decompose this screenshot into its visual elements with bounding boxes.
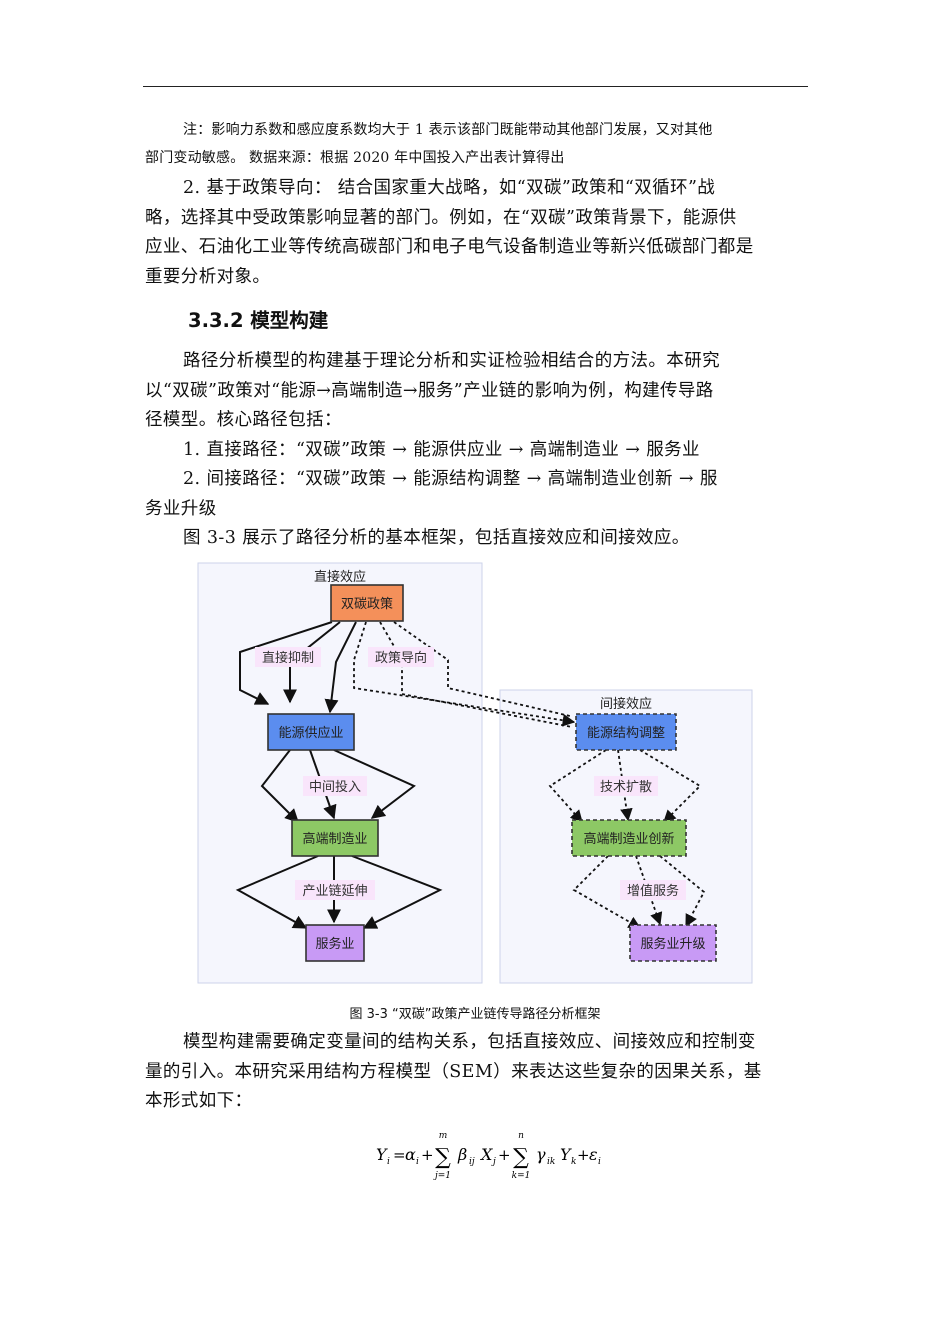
formula-gamma-sub: ik (547, 1157, 555, 1167)
formula-x-sub: j (491, 1157, 496, 1167)
formula-plus-1: + (421, 1146, 434, 1164)
svg-text:政策导向: 政策导向 (375, 650, 427, 666)
formula-y: Y (376, 1145, 388, 1164)
model-paragraph: 路径分析模型的构建基于理论分析和实证检验相结合的方法。本研究 以“双碳”政策对“… (145, 347, 805, 554)
svg-text:能源结构调整: 能源结构调整 (587, 726, 665, 741)
svg-text:增值服务: 增值服务 (627, 883, 679, 899)
svg-text:服务业升级: 服务业升级 (640, 936, 705, 952)
edge-label-intermediate-input: 中间投入 (303, 776, 367, 796)
svg-text:服务业: 服务业 (315, 936, 354, 952)
svg-text:高端制造业: 高端制造业 (302, 831, 367, 847)
formula-yk-sub: k (571, 1157, 576, 1167)
sem-line-2: 量的引入。本研究采用结构方程模型（SEM）来表达这些复杂的因果关系，基 (145, 1061, 762, 1082)
model-line-2: 以“双碳”政策对“能源→高端制造→服务”产业链的影响为例，构建传导路 (145, 380, 714, 401)
header-rule (143, 86, 808, 87)
table-note: 注：影响力系数和感应度系数均大于 1 表示该部门既能带动其他部门发展，又对其他 … (145, 116, 805, 172)
svg-text:能源供应业: 能源供应业 (278, 725, 343, 741)
indirect-path-line-2: 务业升级 (145, 498, 217, 519)
model-line-3: 径模型。核心路径包括： (145, 410, 342, 430)
edge-label-direct-suppress: 直接抑制 (255, 647, 321, 667)
formula-epsilon-sub: i (598, 1157, 601, 1167)
formula-beta: β (457, 1145, 467, 1164)
policy-line-4: 重要分析对象。 (145, 266, 271, 287)
sum2-lower: k=1 (512, 1171, 531, 1181)
indirect-path-line-1: 2. 间接路径：“双碳”政策 → 能源结构调整 → 高端制造业创新 → 服 (183, 469, 718, 489)
path-analysis-diagram: 直接效应 间接效应 直接抑制 政策 (197, 562, 753, 984)
svg-text:中间投入: 中间投入 (309, 779, 361, 795)
formula-x: X (479, 1145, 493, 1164)
sum2-upper: n (518, 1131, 524, 1141)
policy-line-1: 2. 基于政策导向： 结合国家重大战略，如“双碳”政策和“双循环”战 (183, 178, 716, 198)
edge-label-value-added-services: 增值服务 (620, 880, 686, 900)
formula-y-sub: i (387, 1157, 390, 1167)
formula-plus-3: + (577, 1146, 590, 1164)
section-heading: 3.3.2 模型构建 (188, 309, 329, 332)
formula-yk: Y (560, 1145, 572, 1164)
figure-intro: 图 3-3 展示了路径分析的基本框架，包括直接效应和间接效应。 (183, 528, 690, 548)
direct-effect-cluster-label: 直接效应 (314, 569, 366, 585)
direct-path-item: 1. 直接路径：“双碳”政策 → 能源供应业 → 高端制造业 → 服务业 (183, 439, 700, 460)
edge-label-chain-extension: 产业链延伸 (295, 880, 375, 900)
node-dual-carbon-policy: 双碳政策 (330, 584, 404, 622)
sum1-lower: j=1 (433, 1171, 451, 1181)
policy-paragraph: 2. 基于政策导向： 结合国家重大战略，如“双碳”政策和“双循环”战 略，选择其… (145, 174, 805, 292)
edge-policy-to-energy-restructure (353, 621, 576, 728)
node-services-upgrade: 服务业升级 (629, 924, 717, 962)
node-manufacturing-innovation: 高端制造业创新 (571, 819, 687, 857)
model-line-1: 路径分析模型的构建基于理论分析和实证检验相结合的方法。本研究 (183, 351, 720, 371)
node-energy-restructure: 能源结构调整 (575, 713, 677, 751)
svg-text:高端制造业创新: 高端制造业创新 (583, 831, 674, 847)
edge-label-tech-diffusion: 技术扩散 (594, 776, 658, 796)
sum2-sigma: ∑ (513, 1145, 529, 1170)
note-line-2: 部门变动敏感。 数据来源：根据 2020 年中国投入产出表计算得出 (145, 150, 565, 166)
policy-line-2: 略，选择其中受政策影响显著的部门。例如，在“双碳”政策背景下，能源供 (145, 207, 737, 228)
indirect-effect-cluster-label: 间接效应 (600, 696, 652, 712)
svg-text:直接抑制: 直接抑制 (262, 650, 314, 666)
edge-restructure-to-innovation (548, 749, 702, 823)
formula-alpha-sub: i (416, 1157, 419, 1167)
edge-label-policy-guidance: 政策导向 (368, 647, 434, 667)
node-services: 服务业 (305, 924, 365, 962)
note-line-1: 注：影响力系数和感应度系数均大于 1 表示该部门既能带动其他部门发展，又对其他 (183, 122, 713, 138)
formula-equals: = (393, 1146, 406, 1164)
formula-gamma: γ (536, 1145, 546, 1164)
formula-beta-sub: ij (469, 1157, 475, 1167)
formula-plus-2: + (498, 1146, 511, 1164)
policy-line-3: 应业、石油化工业等传统高碳部门和电子电气设备制造业等新兴低碳部门都是 (145, 237, 754, 257)
svg-text:技术扩散: 技术扩散 (600, 780, 652, 795)
sum1-sigma: ∑ (435, 1145, 451, 1170)
node-energy-supply: 能源供应业 (267, 713, 355, 751)
figure-caption: 图 3-3 “双碳”政策产业链传导路径分析框架 (349, 1007, 601, 1022)
node-high-end-manufacturing: 高端制造业 (291, 819, 379, 857)
svg-text:产业链延伸: 产业链延伸 (302, 884, 367, 899)
formula-epsilon: ε (589, 1145, 598, 1164)
svg-text:双碳政策: 双碳政策 (341, 596, 393, 612)
sem-line-3: 本形式如下： (145, 1091, 253, 1111)
formula-alpha: α (405, 1145, 416, 1164)
sum1-upper: m (439, 1131, 448, 1141)
sem-paragraph: 模型构建需要确定变量间的结构关系，包括直接效应、间接效应和控制变 量的引入。本研… (145, 1028, 805, 1117)
direct-effect-cluster (197, 562, 483, 984)
sem-line-1: 模型构建需要确定变量间的结构关系，包括直接效应、间接效应和控制变 (183, 1032, 756, 1052)
sem-formula: Y i = α i + m ∑ j=1 β ij X j + n ∑ k=1 γ… (376, 1131, 601, 1181)
